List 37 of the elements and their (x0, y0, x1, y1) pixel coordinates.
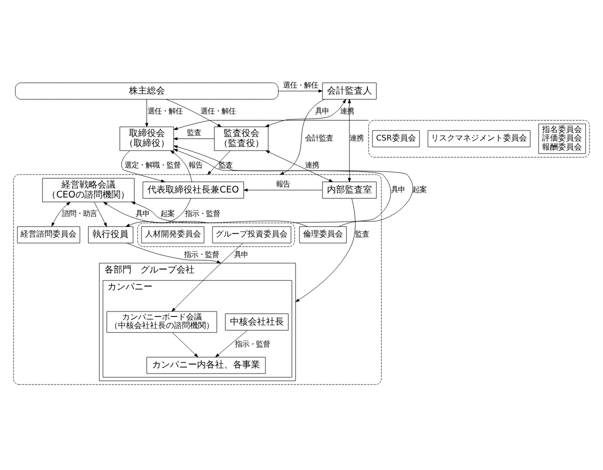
arrow (174, 144, 414, 226)
node-box: 中核会社社長 (225, 313, 288, 330)
arrow (145, 98, 148, 127)
arrow (278, 89, 323, 92)
arrow (174, 120, 369, 130)
arrow (174, 136, 214, 140)
cluster (13, 174, 382, 384)
arrow (131, 201, 308, 226)
arrow (121, 150, 166, 182)
node-box: 取締役会 （取締役） (120, 126, 174, 150)
arrow (265, 98, 346, 126)
node-box: 監査役会 （監査役） (214, 126, 268, 150)
arrow (215, 330, 248, 357)
node-box: 会計監査人 (322, 82, 377, 99)
arrow (166, 98, 222, 127)
node-box: カンパニー内各社、各事業 (146, 356, 266, 374)
arrow (172, 242, 244, 312)
arrow (52, 201, 70, 226)
arrow (94, 201, 107, 226)
arrow (266, 150, 333, 182)
node-box: 執行役員 (88, 226, 134, 243)
cluster (137, 222, 295, 246)
arrow (295, 198, 356, 302)
arrow (126, 242, 221, 263)
arrow (170, 150, 192, 182)
arrow (174, 148, 391, 223)
arrow (126, 198, 192, 226)
arrow (103, 201, 209, 223)
arrow (280, 98, 325, 174)
node-box: 経営戦略会議 （CEOの諮問機関） (42, 178, 134, 202)
cluster (368, 120, 590, 157)
node-box: 代表取締役社長兼CEO (142, 181, 244, 198)
arrow (244, 188, 323, 192)
node-box: 株主総会 (15, 82, 278, 99)
node-box: 内部監査室 (322, 181, 377, 198)
arrow (207, 150, 231, 174)
arrow (172, 332, 198, 357)
